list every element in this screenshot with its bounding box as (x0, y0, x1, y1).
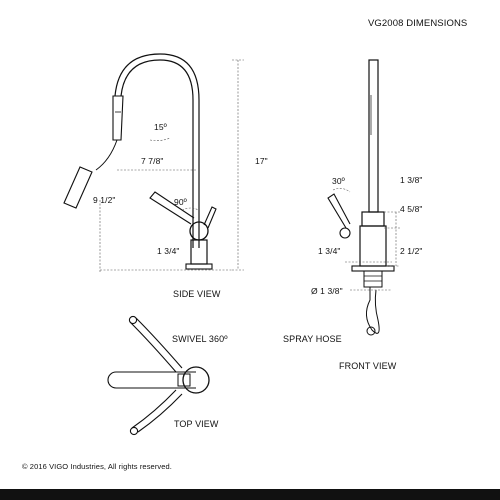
footer-bar (0, 489, 500, 500)
dim-front-base-height: 2 1/2" (400, 246, 423, 256)
swivel-label: SWIVEL 360º (172, 334, 228, 344)
dim-hole-diameter: Ø 1 3/8" (311, 286, 343, 296)
copyright-text: © 2016 VIGO Industries, All rights reser… (22, 462, 172, 471)
side-view-dimension-lines (99, 59, 244, 272)
dim-reach: 7 7/8" (141, 156, 164, 166)
drawing-title: VG2008 DIMENSIONS (368, 18, 468, 29)
dim-handle-length: 9 1/2" (93, 195, 116, 205)
spray-hose-label: SPRAY HOSE (283, 334, 342, 344)
dim-front-base-width: 1 3/4" (318, 246, 341, 256)
dim-base: 1 3/4" (157, 246, 180, 256)
dim-angle-top: 15º (154, 122, 167, 132)
top-view-caption: TOP VIEW (174, 419, 219, 429)
side-view-caption: SIDE VIEW (173, 289, 221, 299)
front-view-caption: FRONT VIEW (339, 361, 397, 371)
dim-handle-angle: 90º (174, 197, 187, 207)
dim-front-top: 1 3/8" (400, 175, 423, 185)
dim-front-mid: 4 5/8" (400, 204, 423, 214)
top-view-faucet (107, 315, 210, 436)
side-view-faucet (63, 53, 217, 270)
dim-front-angle: 30º (332, 176, 345, 186)
dim-height: 17" (255, 156, 268, 166)
front-view-dimension-lines (332, 188, 400, 291)
front-view-faucet (327, 59, 395, 336)
